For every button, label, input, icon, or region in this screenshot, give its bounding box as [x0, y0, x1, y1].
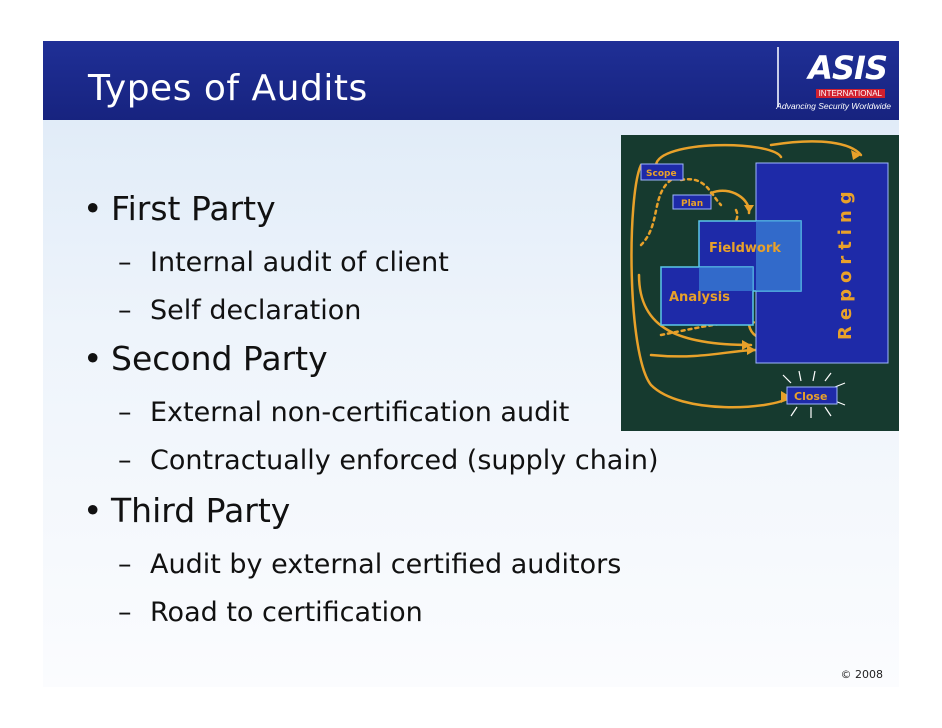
title-bar: Types of Audits ASIS INTERNATIONAL Advan…	[43, 41, 899, 120]
scope-label: Scope	[646, 169, 677, 179]
sub-bullet: –Audit by external certified auditors	[118, 549, 622, 580]
audit-process-diagram: Reporting Fieldwork Analysis Scope Plan	[621, 135, 899, 431]
plan-box	[672, 194, 712, 210]
logo-sub: INTERNATIONAL	[815, 89, 885, 98]
bullet-first-party: •First Party	[83, 189, 276, 228]
logo-tagline: Advancing Security Worldwide	[776, 101, 891, 111]
analysis-label: Analysis	[669, 290, 730, 305]
slide: Types of Audits ASIS INTERNATIONAL Advan…	[43, 41, 899, 687]
process-arrows	[630, 140, 863, 409]
scope-box	[640, 163, 684, 181]
close-label: Close	[794, 390, 827, 403]
copyright: © 2008	[840, 668, 884, 681]
arrow-heads	[742, 150, 861, 403]
plan-label: Plan	[681, 199, 703, 209]
slide-title: Types of Audits	[88, 68, 368, 109]
bullet-second-party: •Second Party	[83, 339, 328, 378]
sub-bullet: –External non-certification audit	[118, 397, 570, 428]
logo-divider	[777, 47, 779, 107]
sub-bullet: –Contractually enforced (supply chain)	[118, 445, 659, 476]
fieldwork-overlap	[756, 221, 801, 291]
sub-bullet: –Road to certification	[118, 597, 423, 628]
reporting-label: Reporting	[835, 185, 856, 340]
asis-logo: ASIS INTERNATIONAL Advancing Security Wo…	[776, 47, 895, 117]
analysis-overlap	[699, 267, 753, 291]
close-rays	[782, 370, 846, 418]
fieldwork-label: Fieldwork	[709, 241, 781, 256]
sub-bullet: –Internal audit of client	[118, 247, 449, 278]
bullet-third-party: •Third Party	[83, 491, 291, 530]
sub-bullet: –Self declaration	[118, 295, 362, 326]
logo-brand: ASIS	[808, 49, 888, 87]
close-box	[786, 386, 838, 405]
